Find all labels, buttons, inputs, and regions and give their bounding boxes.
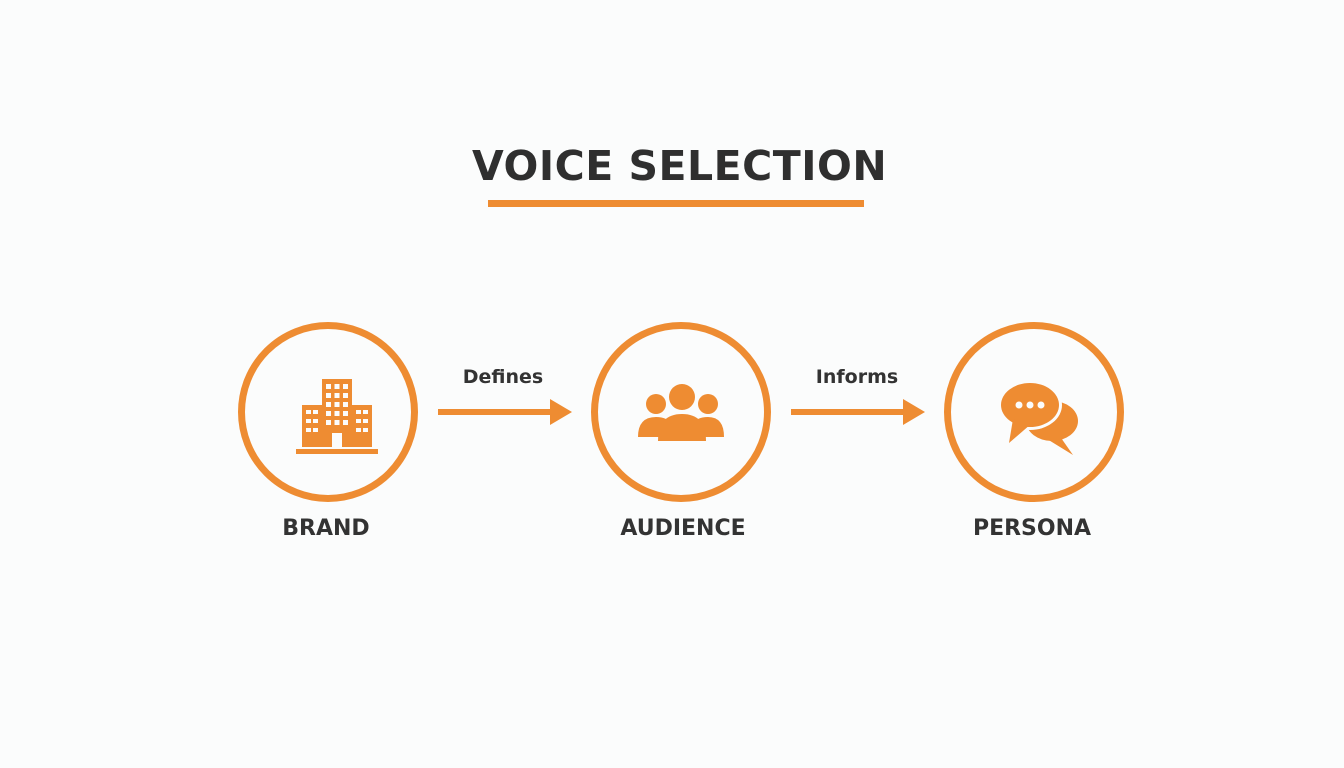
audience-node-circle xyxy=(591,322,771,502)
persona-label: PERSONA xyxy=(972,516,1092,541)
brand-label: BRAND xyxy=(282,516,370,541)
edge-label-defines: Defines xyxy=(462,366,544,388)
brand-node-circle xyxy=(238,322,418,502)
people-group-icon xyxy=(638,384,724,441)
arrow-right-icon xyxy=(438,399,572,425)
audience-label: AUDIENCE xyxy=(620,516,746,541)
chat-bubbles-icon xyxy=(998,380,1078,455)
title-underline xyxy=(488,200,864,207)
diagram-title: VOICE SELECTION xyxy=(472,142,888,190)
edge-label-informs: Informs xyxy=(815,366,899,388)
building-icon xyxy=(296,379,378,454)
persona-node-circle xyxy=(944,322,1124,502)
arrow-right-icon xyxy=(791,399,925,425)
